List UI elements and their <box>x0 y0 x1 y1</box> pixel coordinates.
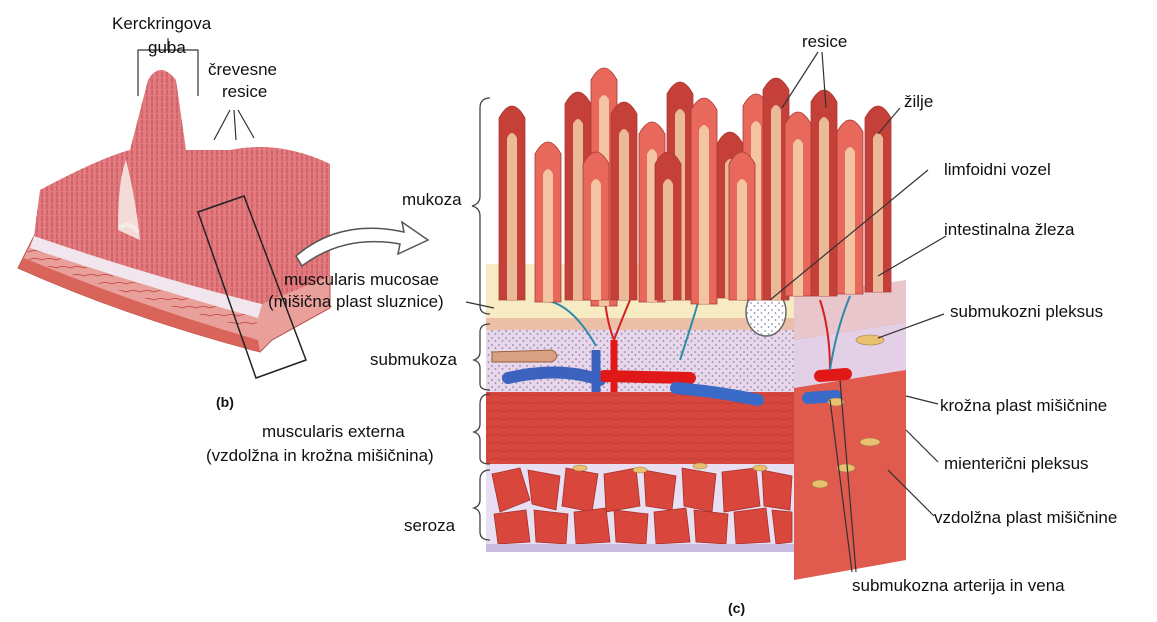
villus-core <box>819 117 829 296</box>
label-mukoza: mukoza <box>402 190 462 210</box>
villus-core <box>591 179 601 300</box>
label-submukozni-pleksus: submukozni pleksus <box>950 302 1103 322</box>
villus-core <box>619 129 629 300</box>
villus-core <box>573 119 583 300</box>
label-kerckringova: Kerckringova <box>112 14 211 34</box>
label-panel-b: (b) <box>216 392 234 412</box>
villus-core <box>771 105 781 300</box>
panel-b-drawing <box>18 38 330 378</box>
villus-core <box>663 179 673 300</box>
villus-core <box>507 133 517 300</box>
label-vzdolzna-plast: vzdolžna plast mišičnine <box>934 508 1117 528</box>
label-krozna-plast: krožna plast mišičnine <box>940 396 1107 416</box>
label-zilje: žilje <box>904 92 933 112</box>
label-crevesne: črevesne <box>208 60 277 80</box>
villus-core <box>737 179 747 300</box>
label-vzdolzna-in-krozna: (vzdolžna in krožna mišičnina) <box>206 446 434 466</box>
label-misicna-plast-sluznice: (mišična plast sluznice) <box>268 292 444 312</box>
label-guba: guba <box>148 38 186 58</box>
label-submukoza: submukoza <box>370 350 457 370</box>
label-resice-b: resice <box>222 82 267 102</box>
villus-core <box>543 169 553 302</box>
villus-core <box>699 125 709 304</box>
label-submukozna-arterija: submukozna arterija in vena <box>852 576 1065 596</box>
label-panel-c: (c) <box>728 598 745 618</box>
villi-group <box>499 68 891 306</box>
villus-core <box>845 147 855 294</box>
label-seroza: seroza <box>404 516 455 536</box>
label-intestinalna-zleza: intestinalna žleza <box>944 220 1074 240</box>
villus-core <box>873 133 883 292</box>
label-resice-c: resice <box>802 32 847 52</box>
label-muscularis-mucosae: muscularis mucosae <box>284 270 439 290</box>
label-muscularis-externa: muscularis externa <box>262 422 405 442</box>
label-mienterični-pleksus: mienterični pleksus <box>944 454 1089 474</box>
villus-core <box>793 139 803 296</box>
label-limfoidni-vozel: limfoidni vozel <box>944 160 1051 180</box>
